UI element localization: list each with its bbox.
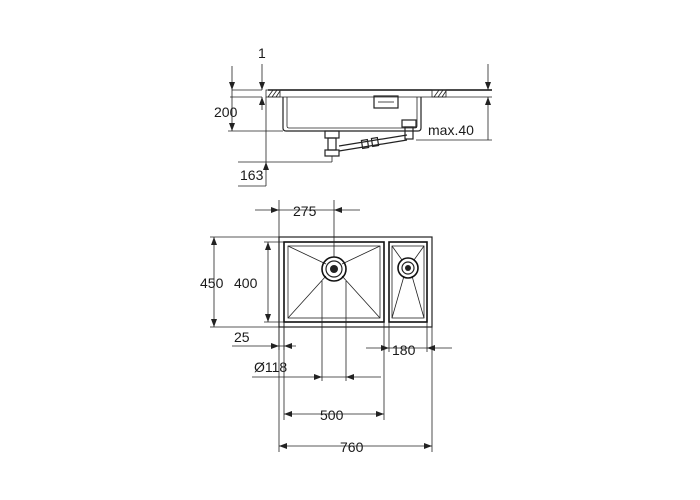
dim-top-thickness-label: 1	[258, 45, 266, 61]
dim-drain-height: 163	[238, 97, 332, 187]
sink-outer-rim	[278, 236, 433, 328]
waste-pipe	[338, 134, 408, 152]
sink-body-profile	[282, 97, 422, 132]
dim-waste-max-label: max.40	[428, 122, 474, 138]
dim-corner-offset-label: 25	[234, 329, 250, 345]
dim-corner-offset: 25	[232, 322, 296, 350]
small-bowl	[388, 241, 428, 323]
sink-body-inner-profile	[286, 97, 418, 129]
overflow-housing	[373, 95, 399, 109]
top-view: 275 450 400 25	[200, 200, 452, 455]
dim-top-thickness: 1	[230, 45, 266, 110]
dim-outer-depth-label: 450	[200, 275, 224, 291]
dim-small-bowl-width: 180	[366, 322, 452, 358]
mounting-clip-right	[431, 89, 447, 98]
dim-drain-height-label: 163	[240, 167, 264, 183]
drain-fitting-right	[401, 119, 417, 140]
small-bowl-slope-lines	[391, 245, 425, 319]
dim-inner-depth: 400	[234, 241, 284, 323]
dim-total-width: 760	[278, 327, 433, 455]
dim-drain-diameter-label: Ø118	[254, 359, 287, 375]
side-view: 1 200 163 max.40	[214, 45, 492, 187]
dim-inner-depth-label: 400	[234, 275, 258, 291]
small-drain	[397, 257, 419, 279]
mounting-clip-left	[265, 89, 281, 98]
dim-waste-max: max.40	[416, 64, 492, 141]
dim-main-bowl-width: 500	[283, 322, 385, 423]
dim-height-label: 200	[214, 104, 238, 120]
dim-drain-diameter: Ø118	[252, 281, 381, 381]
dim-drain-offset: 275	[255, 200, 360, 257]
dim-main-bowl-width-label: 500	[320, 407, 344, 423]
dim-outer-depth: 450	[200, 236, 279, 328]
dim-total-width-label: 760	[340, 439, 364, 455]
main-drain	[321, 256, 347, 282]
dim-drain-offset-label: 275	[293, 203, 317, 219]
dim-small-bowl-width-label: 180	[392, 342, 416, 358]
drain-fitting-left	[324, 130, 340, 162]
small-bowl-inner	[391, 245, 425, 319]
main-bowl-slope-lines	[287, 245, 381, 319]
dim-height: 200	[214, 66, 283, 132]
